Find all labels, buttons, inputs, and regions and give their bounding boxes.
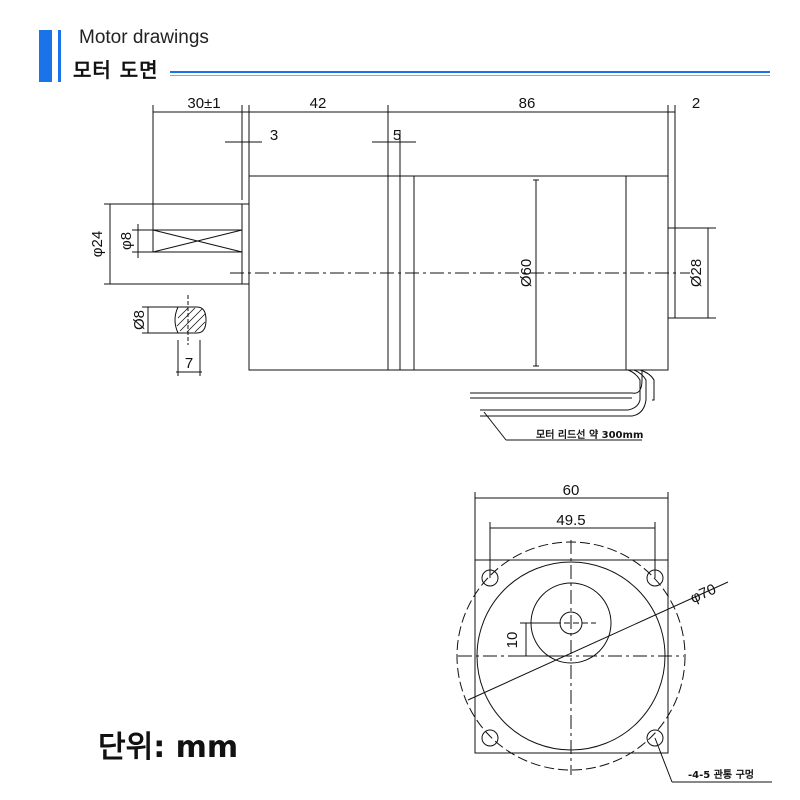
side-view: [104, 105, 716, 441]
dim-body-length: 86: [519, 95, 536, 112]
dim-shaft-dia: φ8: [118, 232, 135, 250]
dim-shaft-dia-outer: φ24: [89, 231, 106, 257]
dim-rear-boss-dia: Ø28: [688, 259, 705, 287]
dim-groove: 5: [393, 127, 401, 144]
dim-shaft-length: 30±1: [187, 95, 220, 112]
header-accent-bar-thin: [58, 30, 61, 82]
dim-shaft-section-dia: Ø8: [131, 310, 148, 330]
lead-wire-note: 모터 리드선 약 300mm: [536, 428, 643, 441]
dim-hole-pitch: 49.5: [556, 512, 585, 529]
dim-shaft-flat: 7: [185, 355, 193, 372]
mounting-hole-note: -4-5 관통 구멍: [688, 768, 754, 781]
dim-shaft-step: 3: [270, 127, 278, 144]
header-divider-secondary: [170, 75, 770, 76]
header-divider: [170, 71, 770, 73]
dim-flange-width: 60: [563, 482, 580, 499]
page-title-ko: 모터 도면: [73, 58, 159, 82]
dim-flange-length: 42: [310, 95, 327, 112]
dim-cap-length: 2: [692, 95, 700, 112]
dim-body-dia: Ø60: [518, 259, 535, 287]
units-label: 단위: mm: [98, 730, 239, 765]
header-accent-bar: [39, 30, 52, 82]
dim-shaft-offset: 10: [504, 632, 521, 649]
dim-pcd: φ70: [688, 581, 719, 607]
page-title-en: Motor drawings: [79, 27, 209, 48]
front-view: [456, 492, 772, 783]
